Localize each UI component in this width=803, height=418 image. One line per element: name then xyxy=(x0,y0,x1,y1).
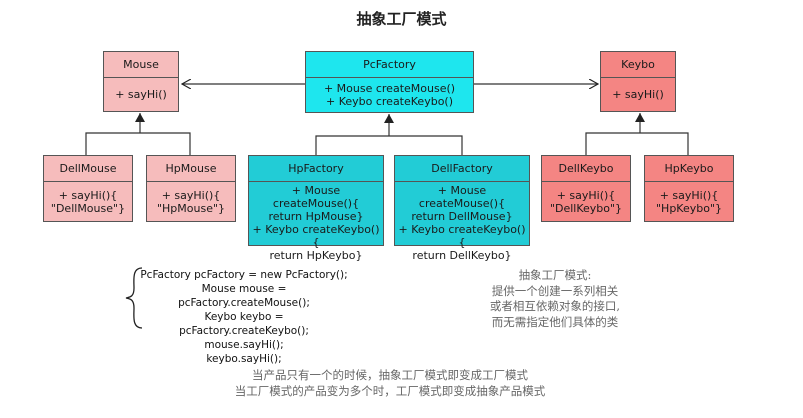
hpkeybo-class-name: HpKeybo xyxy=(645,156,733,182)
definition-line: 提供一个创建一系列相关 xyxy=(491,283,619,298)
method-line: "HpKeybo"} xyxy=(655,201,723,215)
dellfactory-class-name: DellFactory xyxy=(395,156,529,182)
dellkeybo-class-methods: + sayHi(){ "DellKeybo"} xyxy=(542,182,630,221)
method-line: "HpMouse"} xyxy=(156,201,226,215)
code-line: PcFactory pcFactory = new PcFactory(); xyxy=(140,269,348,281)
dellfactory-class-box: DellFactory + Mouse createMouse(){ retur… xyxy=(394,155,530,262)
method-line: "DellKeybo"} xyxy=(549,201,623,215)
method-line: + sayHi(){ xyxy=(659,188,719,202)
mouse-class-methods: + sayHi() xyxy=(104,78,178,111)
method-line: + sayHi(){ xyxy=(58,188,118,202)
dellfactory-class-methods: + Mouse createMouse(){ return DellMouse}… xyxy=(395,182,529,264)
mouse-class-box: Mouse + sayHi() xyxy=(103,51,179,112)
hpkeybo-class-methods: + sayHi(){ "HpKeybo"} xyxy=(645,182,733,221)
footer-line: 当产品只有一个的时候，抽象工厂模式即变成工厂模式 xyxy=(252,368,528,382)
hpmouse-class-methods: + sayHi(){ "HpMouse"} xyxy=(147,182,235,221)
definition-note: 抽象工厂模式: 提供一个创建一系列相关 或者相互依赖对象的接口, 而无需指定他们… xyxy=(460,268,650,330)
code-line: Keybo keybo = pcFactory.createKeybo(); xyxy=(179,311,309,337)
code-line: mouse.sayHi(); xyxy=(204,339,284,351)
method-line: return HpMouse} xyxy=(268,210,364,223)
inherit-keybo-line xyxy=(585,132,689,155)
hpfactory-class-box: HpFactory + Mouse createMouse(){ return … xyxy=(248,155,384,262)
hpmouse-class-box: HpMouse + sayHi(){ "HpMouse"} xyxy=(146,155,236,222)
method-line: + Mouse createMouse(){ xyxy=(272,184,360,210)
keybo-class-name: Keybo xyxy=(601,52,675,78)
method-line: + Keybo createKeybo(){ xyxy=(252,223,380,249)
inherit-mouse-line xyxy=(85,132,191,155)
hpfactory-class-methods: + Mouse createMouse(){ return HpMouse} +… xyxy=(249,182,383,264)
keybo-class-box: Keybo + sayHi() xyxy=(600,51,676,112)
definition-line: 抽象工厂模式: xyxy=(518,268,592,282)
hpmouse-class-name: HpMouse xyxy=(147,156,235,182)
pcfactory-class-methods: + Mouse createMouse() + Keybo createKeyb… xyxy=(306,78,473,112)
footer-line: 当工厂模式的产品变为多个时，工厂模式即变成抽象产品模式 xyxy=(234,383,546,398)
method-line: return DellKeybo} xyxy=(412,249,512,262)
footer-note: 当产品只有一个的时候，抽象工厂模式即变成工厂模式 当工厂模式的产品变为多个时，工… xyxy=(190,368,590,399)
method-line: + Mouse createMouse() xyxy=(323,82,456,95)
method-line: + Keybo createKeybo(){ xyxy=(398,223,526,249)
dellmouse-class-box: DellMouse + sayHi(){ "DellMouse"} xyxy=(43,155,133,222)
client-code: PcFactory pcFactory = new PcFactory(); M… xyxy=(140,268,348,366)
method-line: + sayHi() xyxy=(612,88,664,101)
code-line: keybo.sayHi(); xyxy=(206,353,282,365)
method-line: + sayHi() xyxy=(115,88,167,101)
hpkeybo-class-box: HpKeybo + sayHi(){ "HpKeybo"} xyxy=(644,155,734,222)
code-line: Mouse mouse = pcFactory.createMouse(); xyxy=(178,283,310,309)
method-line: + sayHi(){ xyxy=(556,188,616,202)
dellmouse-class-methods: + sayHi(){ "DellMouse"} xyxy=(44,182,132,221)
dellkeybo-class-box: DellKeybo + sayHi(){ "DellKeybo"} xyxy=(541,155,631,222)
keybo-class-methods: + sayHi() xyxy=(601,78,675,111)
method-line: + Mouse createMouse(){ xyxy=(418,184,506,210)
method-line: "DellMouse"} xyxy=(50,201,126,215)
hpfactory-class-name: HpFactory xyxy=(249,156,383,182)
mouse-class-name: Mouse xyxy=(104,52,178,78)
method-line: return HpKeybo} xyxy=(269,249,363,262)
method-line: + Keybo createKeybo() xyxy=(325,95,454,108)
dellkeybo-class-name: DellKeybo xyxy=(542,156,630,182)
pcfactory-class-box: PcFactory + Mouse createMouse() + Keybo … xyxy=(305,51,474,113)
dellmouse-class-name: DellMouse xyxy=(44,156,132,182)
diagram-title: 抽象工厂模式 xyxy=(356,10,447,28)
method-line: return DellMouse} xyxy=(411,210,513,223)
definition-line: 而无需指定他们具体的类 xyxy=(491,314,619,329)
inherit-factory-line xyxy=(315,135,463,155)
method-line: + sayHi(){ xyxy=(161,188,221,202)
definition-line: 或者相互依赖对象的接口, xyxy=(489,299,621,313)
pcfactory-class-name: PcFactory xyxy=(306,52,473,78)
code-brace xyxy=(125,267,143,329)
